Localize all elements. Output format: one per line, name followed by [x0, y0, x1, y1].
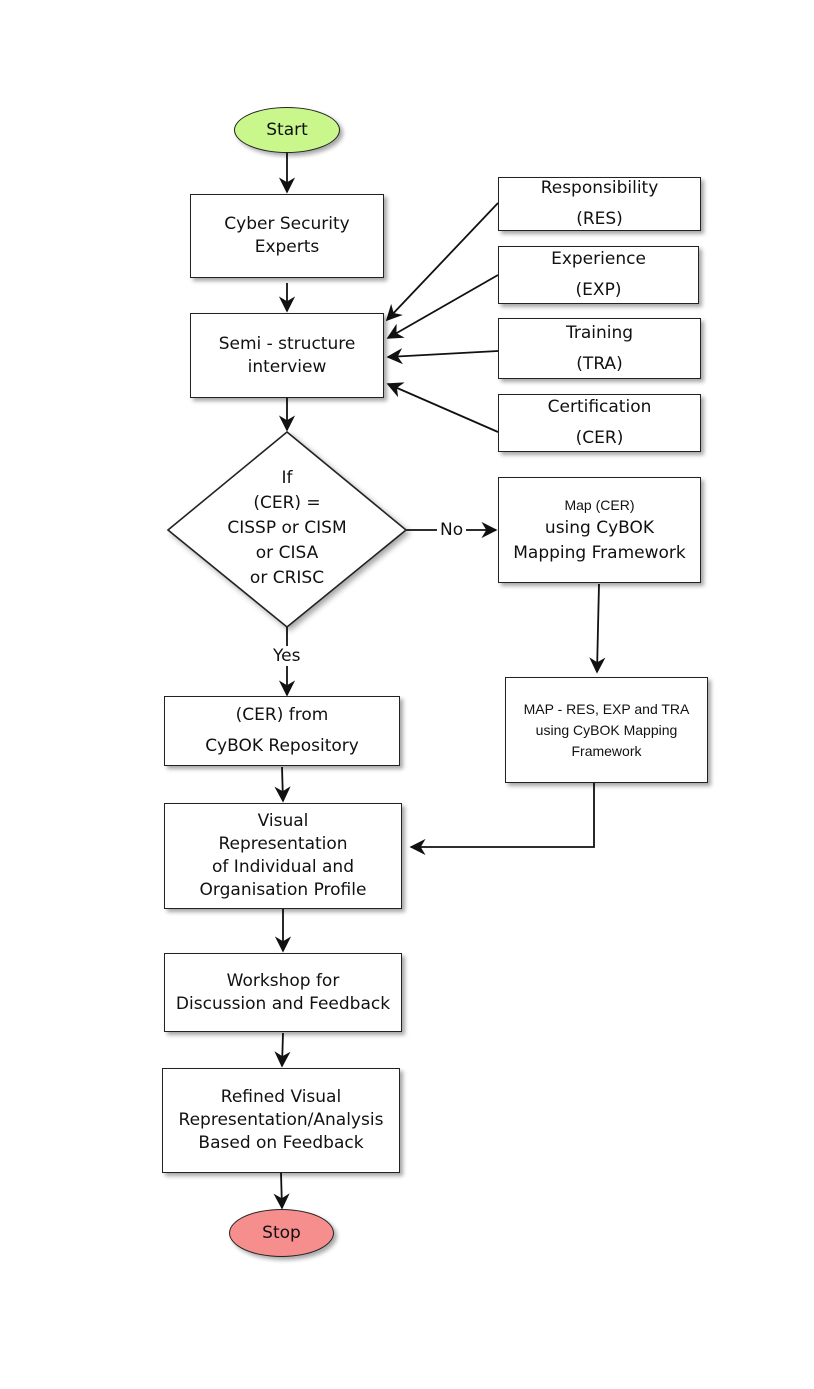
- input-box-experience: Experience (EXP): [498, 246, 699, 304]
- visual-representation-box: Visual Representation of Individual and …: [164, 803, 402, 909]
- decision-line: or CRISC: [249, 568, 325, 588]
- input-box-certification: Certification (CER): [498, 394, 701, 452]
- repository-box: (CER) from CyBOK Repository: [164, 696, 400, 766]
- arrow-repository-to-visual: [274, 766, 291, 803]
- refined-line: Representation/Analysis: [178, 1110, 384, 1130]
- input-box-responsibility: Responsibility (RES): [498, 177, 701, 231]
- refined-line: Refined Visual: [220, 1087, 342, 1107]
- experts-box: Cyber Security Experts: [190, 194, 384, 278]
- arrow-refined-to-stop: [273, 1172, 290, 1210]
- visual-line: of Individual and: [212, 857, 354, 877]
- decision-text: If (CER) = CISSP or CISM or CISA or CRIS…: [168, 466, 406, 591]
- input-box-training: Training (TRA): [498, 318, 701, 379]
- input-code: (EXP): [575, 280, 622, 300]
- refined-line: Based on Feedback: [198, 1133, 364, 1153]
- visual-line: Visual: [257, 811, 309, 831]
- input-title: Experience: [551, 249, 646, 269]
- map-others-line: using CyBOK Mapping: [535, 721, 678, 738]
- arrow-workshop-to-refined: [274, 1032, 291, 1068]
- arrow-exp-to-interview: [386, 274, 499, 339]
- stop-terminal: Stop: [229, 1209, 334, 1257]
- arrow-mapcer-to-mapothers: [589, 583, 606, 674]
- start-terminal: Start: [234, 107, 340, 153]
- workshop-line: Discussion and Feedback: [175, 993, 391, 1014]
- decision-diamond: [166, 430, 408, 629]
- experts-line: Experts: [254, 237, 320, 257]
- arrow-cer-to-interview: [386, 382, 499, 433]
- no-label: No: [437, 520, 467, 540]
- interview-box: Semi - structure interview: [190, 313, 384, 398]
- map-cer-box: Map (CER) using CyBOK Mapping Framework: [498, 477, 701, 583]
- workshop-line: Workshop for: [226, 970, 340, 991]
- input-code: (CER): [575, 428, 624, 448]
- workshop-box: Workshop for Discussion and Feedback: [164, 953, 402, 1032]
- visual-line: Representation: [218, 834, 348, 854]
- interview-line: interview: [247, 356, 327, 377]
- start-label: Start: [266, 120, 308, 140]
- map-cer-line: Map (CER): [564, 496, 635, 513]
- input-code: (TRA): [576, 353, 623, 374]
- map-others-line: Framework: [571, 742, 642, 759]
- repository-line: (CER) from: [235, 705, 329, 725]
- input-title: Training: [565, 322, 634, 343]
- arrow-tra-to-interview: [386, 348, 499, 365]
- visual-line: Organisation Profile: [199, 880, 367, 900]
- arrow-mapothers-to-visual: [409, 783, 595, 856]
- input-code: (RES): [576, 209, 623, 229]
- decision-line: If: [281, 468, 293, 488]
- repository-line: CyBOK Repository: [205, 736, 359, 756]
- decision-line: or CISA: [255, 543, 319, 563]
- arrow-res-to-interview: [385, 202, 499, 322]
- input-title: Certification: [547, 397, 652, 417]
- map-cer-line: Mapping Framework: [513, 542, 686, 563]
- yes-label: Yes: [270, 646, 304, 666]
- map-others-line: MAP - RES, EXP and TRA: [523, 700, 690, 717]
- map-cer-line: using CyBOK: [544, 517, 655, 538]
- input-title: Responsibility: [540, 178, 659, 198]
- refined-box: Refined Visual Representation/Analysis B…: [162, 1068, 400, 1173]
- decision-line: CISSP or CISM: [227, 518, 347, 538]
- experts-line: Cyber Security: [224, 214, 350, 234]
- interview-line: Semi - structure: [218, 333, 356, 354]
- map-others-box: MAP - RES, EXP and TRA using CyBOK Mappi…: [505, 677, 708, 783]
- decision-line: (CER) =: [253, 493, 321, 513]
- stop-label: Stop: [262, 1223, 301, 1243]
